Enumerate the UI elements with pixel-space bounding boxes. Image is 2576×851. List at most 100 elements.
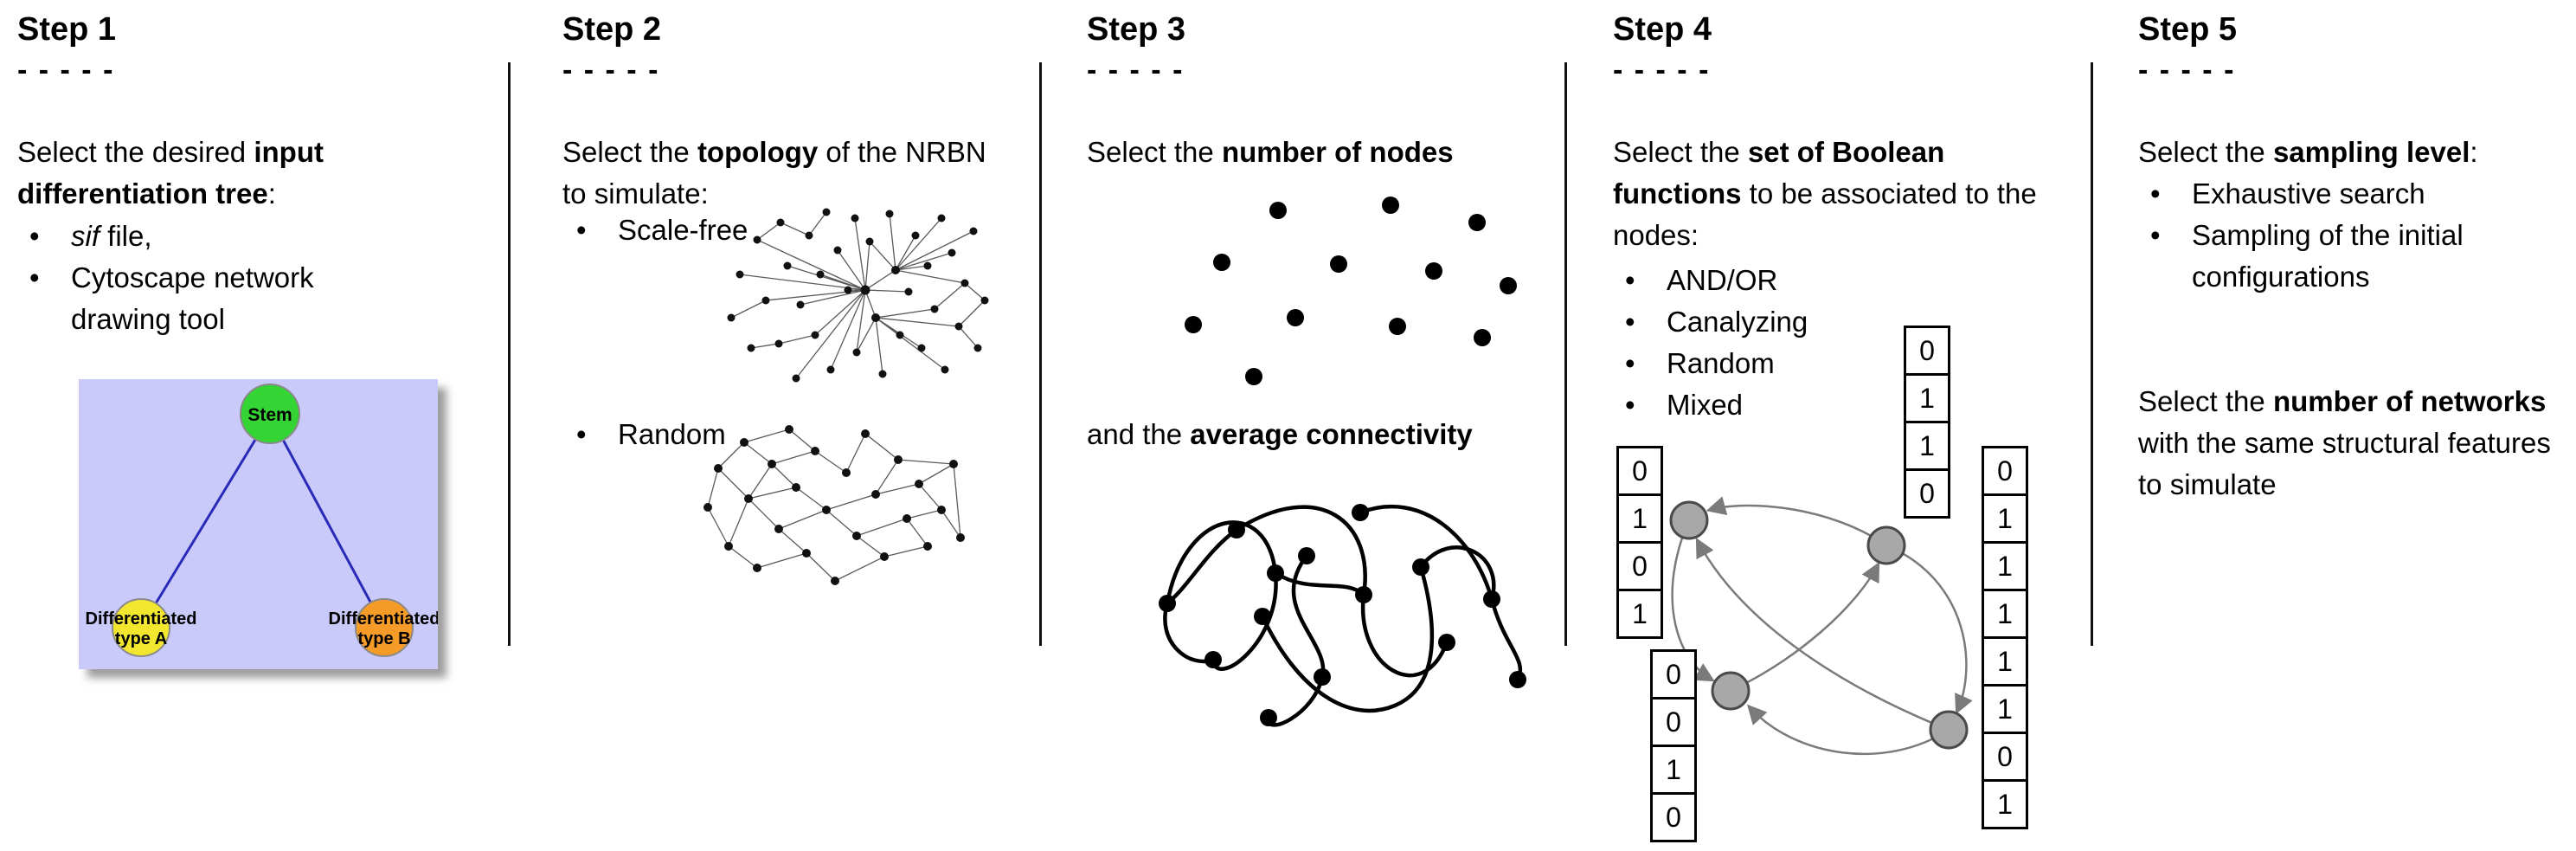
column-divider-1 — [508, 62, 511, 646]
step-1-title: Step 1 — [17, 11, 117, 48]
text-segment: Select the — [1087, 136, 1222, 168]
step-4-title: Step 4 — [1613, 11, 1712, 48]
list-item-sif-file: sif file, — [28, 216, 391, 257]
list-item-cytoscape: Cytoscape network drawing tool — [28, 257, 348, 340]
step-5-options: Exhaustive search Sampling of the initia… — [2149, 173, 2534, 298]
text-segment: with the same structural features to sim… — [2138, 427, 2551, 500]
tangled-network-image — [1159, 504, 1526, 727]
step-5-second: Select the number of networks with the s… — [2138, 381, 2575, 506]
random-network-image — [703, 425, 965, 585]
table-cell: 1 — [1982, 636, 2028, 687]
step-4-options: AND/OR Canalyzing Random Mixed — [1623, 260, 1987, 426]
step-1-dashes: - - - - - — [17, 54, 115, 87]
text-segment-bold: number of nodes — [1221, 136, 1454, 168]
step-1-column: Step 1 - - - - - Select the desired inpu… — [17, 0, 502, 851]
tangle-strand-3 — [1260, 566, 1435, 713]
tree-edge-b — [268, 415, 386, 629]
step-2-column: Step 2 - - - - - Select the topology of … — [562, 0, 1038, 851]
step-4-column: Step 4 - - - - - Select the set of Boole… — [1613, 0, 2085, 851]
text-segment: to be associated to the nodes: — [1613, 177, 2037, 251]
table-cell: 1 — [1616, 493, 1663, 544]
truth-table-bottom-left: 0 0 1 0 — [1650, 649, 1697, 842]
text-segment: Select the — [562, 136, 697, 168]
list-item-exhaustive-search: Exhaustive search — [2149, 173, 2534, 215]
tangle-nodes — [1159, 504, 1526, 726]
type-b-node — [355, 598, 414, 657]
step-3-second: and the average connectivity — [1087, 414, 1571, 455]
table-cell: 1 — [1982, 589, 2028, 639]
step-2-title: Step 2 — [562, 11, 662, 48]
text-segment: Select the desired — [17, 136, 254, 168]
table-cell: 0 — [1904, 326, 1950, 376]
boolean-node-4 — [1929, 710, 1969, 750]
arrow-n2-to-n4 — [1885, 544, 1973, 715]
table-cell: 1 — [1982, 493, 2028, 544]
text-segment-bold: sampling level — [2272, 136, 2470, 168]
arrow-n3-to-n2 — [1730, 562, 1880, 693]
table-cell: 0 — [1982, 446, 2028, 496]
scale-free-network-image — [727, 208, 989, 383]
tangle-strand-8 — [1274, 571, 1365, 596]
tangle-strand-5 — [1359, 504, 1523, 681]
table-cell: 0 — [1616, 541, 1663, 591]
tree-edge-a — [139, 415, 272, 629]
table-cell: 0 — [1650, 697, 1697, 747]
nodes-dots-image — [1185, 197, 1517, 385]
step-3-dashes: - - - - - — [1087, 54, 1185, 87]
random-edges — [707, 429, 961, 582]
text-segment: file, — [100, 220, 152, 252]
tangle-strand-2 — [1235, 505, 1449, 678]
peripheral-edges — [730, 211, 986, 349]
table-cell: 1 — [1650, 745, 1697, 795]
step-5-title: Step 5 — [2138, 11, 2238, 48]
table-cell: 0 — [1982, 732, 2028, 782]
dots — [1185, 197, 1517, 385]
random-nodes — [703, 425, 965, 585]
step-3-title: Step 3 — [1087, 11, 1186, 48]
table-cell: 0 — [1650, 649, 1697, 699]
step-3-intro: Select the number of nodes — [1087, 132, 1571, 173]
stem-label: Stem — [247, 405, 292, 425]
text-segment-bold: input differentiation tree — [17, 136, 324, 210]
column-divider-4 — [2091, 62, 2093, 646]
table-cell: 1 — [1616, 589, 1663, 639]
text-segment: : — [267, 177, 276, 210]
stem-node — [240, 384, 300, 444]
boolean-node-2 — [1866, 525, 1906, 565]
text-segment-bold: set of Boolean functions — [1613, 136, 1945, 210]
list-item-random-functions: Random — [1623, 343, 1987, 384]
table-cell: 1 — [1904, 421, 1950, 471]
step-2-intro: Select the topology of the NRBN to simul… — [562, 132, 995, 215]
boolean-node-1 — [1669, 500, 1709, 540]
boolean-network-image — [1669, 496, 1973, 756]
table-cell: 0 — [1616, 446, 1663, 496]
tangle-strand-6 — [1163, 603, 1214, 664]
text-segment: : — [2470, 136, 2478, 168]
differentiation-tree-image: Stem Differentiated type A Differentiate… — [79, 379, 440, 669]
list-item-scale-free: Scale-free — [576, 210, 748, 251]
tangle-strand-7 — [1419, 545, 1496, 600]
differentiation-tree-svg: Stem Differentiated type A Differentiate… — [79, 379, 440, 669]
arrow-n1-to-n3 — [1671, 519, 1715, 682]
text-segment: Select the — [2138, 385, 2273, 417]
text-segment: Cytoscape network drawing tool — [71, 261, 314, 335]
text-segment: Select the — [2138, 136, 2273, 168]
list-item-and-or: AND/OR — [1623, 260, 1987, 301]
text-segment: Select the — [1613, 136, 1748, 168]
type-b-label-line1: Differentiated — [329, 609, 438, 629]
truth-table-top: 0 1 1 0 — [1904, 326, 1950, 519]
text-segment-bold: topology — [697, 136, 819, 168]
text-segment-bold: number of networks — [2272, 385, 2547, 417]
step-5-intro: Select the sampling level: — [2138, 132, 2575, 173]
step-5-dashes: - - - - - — [2138, 54, 2236, 87]
step-5-column: Step 5 - - - - - Select the sampling lev… — [2138, 0, 2575, 851]
step-1-options: sif file, Cytoscape network drawing tool — [28, 216, 391, 340]
column-divider-3 — [1564, 62, 1567, 646]
step-3-column: Step 3 - - - - - Select the number of no… — [1087, 0, 1571, 851]
table-cell: 0 — [1650, 792, 1697, 842]
text-segment-bold: average connectivity — [1190, 418, 1473, 450]
hub-edges-2 — [869, 213, 974, 284]
truth-table-right: 0 1 1 1 1 1 0 1 — [1982, 446, 2028, 829]
type-a-label-line2: type A — [115, 629, 167, 648]
